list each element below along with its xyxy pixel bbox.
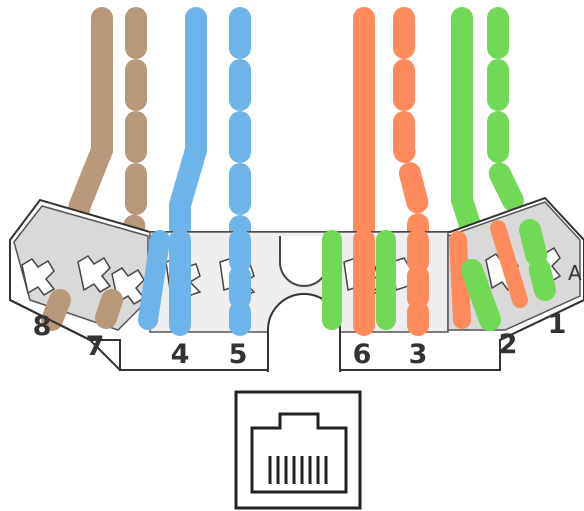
pin-label-2: 2 bbox=[499, 329, 518, 360]
pin-label-6: 6 bbox=[353, 339, 372, 370]
pin-label-3: 3 bbox=[409, 339, 428, 370]
wire-ends bbox=[41, 219, 556, 336]
pin-label-5: 5 bbox=[229, 339, 248, 370]
pin-labels: 8 7 4 5 6 3 2 1 A bbox=[33, 261, 582, 370]
rj45-socket-icon bbox=[234, 390, 362, 510]
pin-label-7: 7 bbox=[86, 331, 105, 362]
center-arch-top bbox=[279, 236, 329, 287]
side-mark-a: A bbox=[568, 261, 582, 285]
wires bbox=[49, 7, 551, 336]
pin-label-8: 8 bbox=[33, 311, 52, 342]
pin-label-1: 1 bbox=[548, 309, 567, 340]
pin-label-4: 4 bbox=[171, 339, 190, 370]
